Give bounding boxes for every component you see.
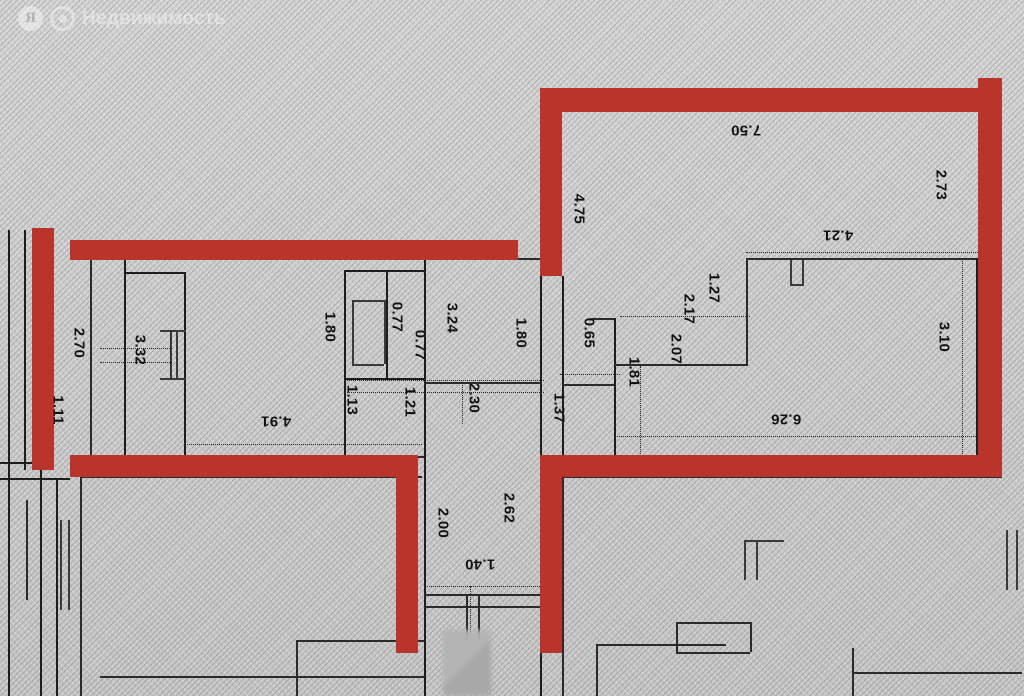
blurred-region [443, 630, 491, 696]
dimension-label-1-11: 1.11 [49, 395, 67, 425]
red-wall-corridor-right [540, 455, 562, 653]
dimension-label-1-80: 1.80 [512, 317, 530, 349]
dimension-label-2-07: 2.07 [667, 333, 685, 365]
dimension-label-7-50: 7.50 [730, 121, 762, 139]
dimension-label-2-17: 2.17 [680, 293, 698, 325]
dimension-label-0-77: 0.77 [388, 301, 406, 333]
dimension-label-1-27: 1.27 [705, 272, 723, 304]
dimension-label-1-40: 1.40 [464, 555, 496, 573]
dimension-label-4-75: 4.75 [570, 193, 588, 225]
dimension-label-1-81: 1.81 [625, 356, 643, 388]
red-wall-upper-left-horz [70, 240, 518, 260]
red-wall-left-edge [32, 228, 54, 470]
dimension-label-3-32: 3.32 [131, 334, 149, 366]
dimension-label-4-91: 4.91 [260, 412, 292, 430]
dimension-label-2-62: 2.62 [500, 492, 518, 524]
red-wall-top-right-top [540, 88, 1000, 112]
yandex-logo-icon: Я [18, 6, 43, 31]
dimension-label-6-26: 6.26 [770, 410, 802, 428]
dimension-label-2-70: 2.70 [70, 327, 88, 359]
dimension-label-0-77: 0.77 [411, 329, 429, 361]
dimension-label-3-24: 3.24 [443, 302, 461, 334]
dimension-label-1-13: 1.13 [343, 384, 361, 416]
red-wall-right-edge [978, 78, 1002, 462]
dimension-label-1-80: 1.80 [321, 311, 339, 343]
dimension-label-2-30: 2.30 [465, 382, 483, 414]
dimension-label-4-21: 4.21 [822, 226, 854, 244]
dimension-label-2-00: 2.00 [434, 507, 452, 539]
red-wall-top-left-vert [540, 88, 562, 276]
dimension-label-0-65: 0.65 [580, 317, 598, 349]
watermark-text: Недвижимость [82, 7, 226, 29]
watermark: Я Недвижимость [18, 6, 226, 31]
dimension-label-1-37: 1.37 [550, 392, 568, 424]
red-wall-corridor-left [396, 455, 418, 653]
red-wall-lower-left-horz [70, 455, 418, 477]
dimension-label-1-21: 1.21 [401, 386, 419, 418]
watermark-ring-icon [50, 6, 75, 31]
dimension-label-2-73: 2.73 [932, 169, 950, 201]
dimension-label-3-10: 3.10 [935, 321, 953, 353]
red-wall-lower-right-horz [540, 455, 1002, 477]
